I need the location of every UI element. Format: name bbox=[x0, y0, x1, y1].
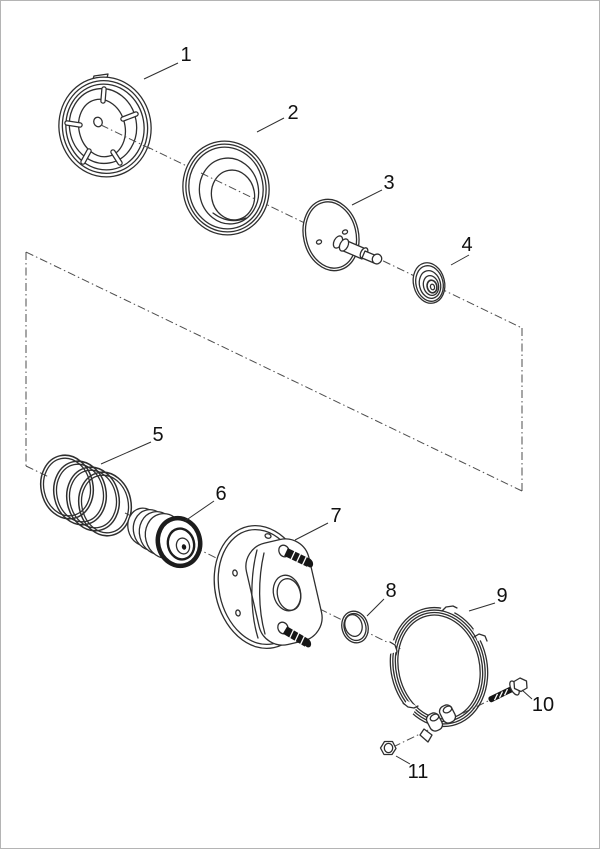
callout-6: 6 bbox=[215, 483, 226, 505]
callout-8: 8 bbox=[385, 580, 396, 602]
part-4-grommet bbox=[412, 262, 446, 304]
centerlines bbox=[25, 125, 523, 748]
leader-line-6 bbox=[184, 500, 215, 522]
bolt-hex-head bbox=[513, 677, 528, 693]
part-8-seal-ring bbox=[341, 610, 369, 644]
cover-center-hole bbox=[93, 116, 103, 128]
leader-line-4 bbox=[450, 254, 470, 266]
push-rod bbox=[332, 235, 383, 265]
leader-line-7 bbox=[294, 522, 329, 541]
part-11-nut bbox=[379, 740, 397, 756]
clamp-bracket bbox=[419, 704, 457, 743]
part-6-piston-cup bbox=[127, 507, 203, 569]
axis-return-diagonal bbox=[25, 251, 523, 492]
leader-line-5 bbox=[100, 441, 152, 465]
centerline-overlays bbox=[100, 124, 256, 200]
part-9-clamp-band bbox=[385, 600, 489, 743]
leader-line-1 bbox=[143, 62, 179, 80]
leader-line-10 bbox=[521, 689, 533, 700]
callout-3: 3 bbox=[383, 172, 394, 194]
callout-4: 4 bbox=[461, 234, 472, 256]
part-5-spring bbox=[39, 454, 133, 537]
leader-line-9 bbox=[468, 602, 496, 612]
leader-line-2 bbox=[256, 117, 285, 133]
callout-9: 9 bbox=[496, 585, 507, 607]
axis-over-part-1 bbox=[100, 124, 154, 151]
callout-11: 11 bbox=[408, 761, 429, 783]
cover-hub-pad bbox=[77, 98, 127, 158]
callout-7: 7 bbox=[330, 505, 341, 527]
part-7-housing bbox=[213, 524, 323, 650]
callout-10: 10 bbox=[532, 694, 554, 716]
callout-1: 1 bbox=[180, 44, 191, 66]
callout-2: 2 bbox=[287, 102, 298, 124]
part-3-plate-and-rod bbox=[302, 198, 383, 272]
callout-5: 5 bbox=[152, 424, 163, 446]
callout-labels: 1 2 3 4 5 6 7 8 9 10 11 bbox=[152, 44, 554, 783]
leader-line-8 bbox=[366, 598, 385, 617]
leader-lines bbox=[100, 62, 533, 765]
lower-stud bbox=[277, 621, 312, 648]
leader-line-11 bbox=[395, 755, 411, 765]
axis-over-part-2 bbox=[200, 172, 256, 200]
part-2-diaphragm bbox=[182, 140, 270, 236]
part-10-bolt bbox=[488, 677, 528, 703]
leader-line-3 bbox=[351, 189, 383, 206]
upper-stud bbox=[278, 544, 314, 568]
